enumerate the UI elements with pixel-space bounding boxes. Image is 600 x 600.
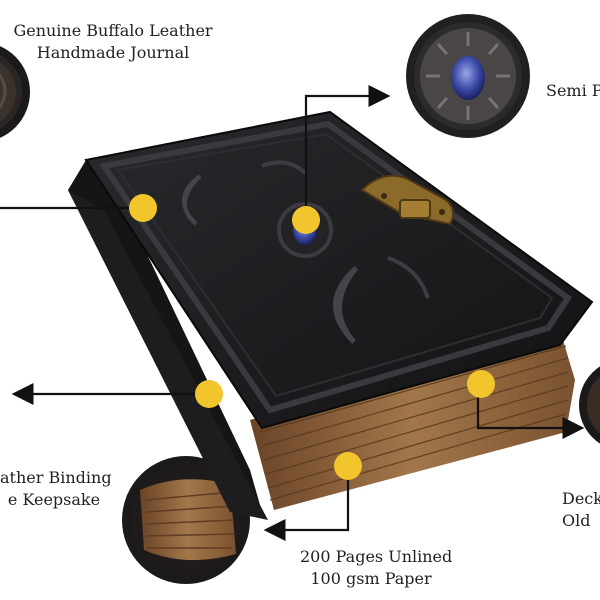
callout-deckle-label: Deck Old (562, 489, 600, 530)
hotspot-binding (195, 380, 223, 408)
callout-leather-label: Genuine Buffalo Leather Handmade Journal (13, 21, 213, 62)
journal-book (68, 110, 594, 520)
callout-lines (0, 85, 585, 541)
hotspot-deckle (467, 370, 495, 398)
hotspot-stone (292, 206, 320, 234)
inset-leather-detail (0, 46, 30, 138)
callout-stone-label: Semi P (546, 81, 600, 100)
hotspot-leather (129, 194, 157, 222)
callout-binding-label: ather Binding e Keepsake (0, 468, 112, 509)
brass-clasp (360, 174, 455, 226)
inset-stone-detail (406, 14, 530, 138)
inset-deckle-detail (579, 366, 600, 444)
hotspot-pages (334, 452, 362, 480)
inset-pages-detail (122, 456, 250, 584)
callout-pages-label: 200 Pages Unlined 100 gsm Paper (300, 547, 453, 588)
